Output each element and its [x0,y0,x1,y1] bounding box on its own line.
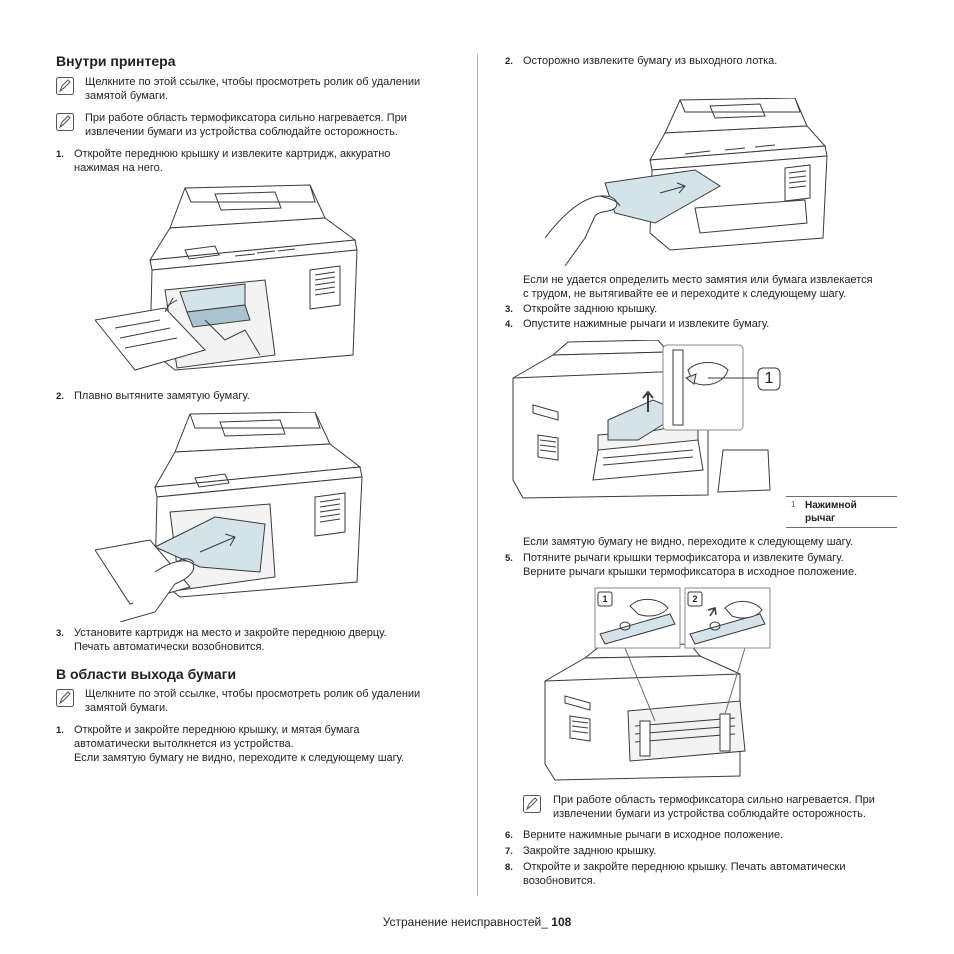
step-number: 6. [505,830,513,841]
legend-top-rule [786,496,897,497]
printer-rear-pressure-lever-illustration [508,340,788,505]
step-text: Потяните рычаги крышки термофиксатора и … [523,552,858,578]
section-title-paper-exit: В области выхода бумаги [56,666,237,682]
step-text: Установите картридж на место и закройте … [74,627,387,653]
note-pencil-icon [56,689,74,707]
note-pencil-icon [523,795,541,813]
note-heat-warning: При работе область термофиксатора сильно… [553,794,875,820]
printer-open-front-cover-illustration [95,180,365,385]
step-text: Верните нажимные рычаги в исходное полож… [523,829,784,841]
step-number: 2. [56,391,64,402]
callout-marker [757,367,781,391]
page-footer: Устранение неисправностей_ 108 [0,915,954,929]
inset-label-2: 2 [692,594,698,604]
step-text: Откройте переднюю крышку и извлеките кар… [74,148,391,174]
step-text: Плавно вытяните замятую бумагу. [74,390,250,402]
legend-number: 1 [791,500,796,509]
page-number: 108 [551,915,572,929]
paragraph: Если замятую бумагу не видно, переходите… [523,536,854,548]
step-number: 1. [56,149,64,160]
section-title-inside-printer: Внутри принтера [56,53,176,69]
printer-fuser-lever-illustration [540,586,775,786]
step-number: 5. [505,553,513,564]
step-number: 2. [505,56,513,67]
step-number: 3. [56,628,64,639]
step-number: 4. [505,319,513,330]
step-number: 1. [56,725,64,736]
column-divider [477,54,478,896]
step-number: 3. [505,304,513,315]
printer-output-tray-paper-illustration [545,98,830,266]
note-pencil-icon [56,113,74,131]
step-text: Осторожно извлеките бумагу из выходного … [523,55,778,67]
note-pencil-icon [56,77,74,95]
callout-number: 1 [764,370,774,387]
printer-pull-jammed-paper-illustration [95,412,365,622]
step-text: Опустите нажимные рычаги и извлеките бум… [523,318,770,330]
step-number: 7. [505,846,513,857]
step-text: Откройте и закройте переднюю крышку, и м… [74,724,405,764]
step-text: Закройте заднюю крышку. [523,845,657,857]
step-text: Откройте заднюю крышку. [523,303,658,315]
paragraph: Если не удается определить место замятия… [523,274,873,300]
footer-chapter: Устранение неисправностей_ [382,915,552,929]
inset-label-1: 1 [602,594,608,604]
note-video-link[interactable]: Щелкните по этой ссылке, чтобы просмотре… [85,76,421,102]
note-video-link[interactable]: Щелкните по этой ссылке, чтобы просмотре… [85,688,421,714]
note-heat-warning: При работе область термофиксатора сильно… [85,112,407,138]
step-number: 8. [505,862,513,873]
step-text: Откройте и закройте переднюю крышку. Печ… [523,861,846,887]
legend-bottom-rule [786,527,897,528]
